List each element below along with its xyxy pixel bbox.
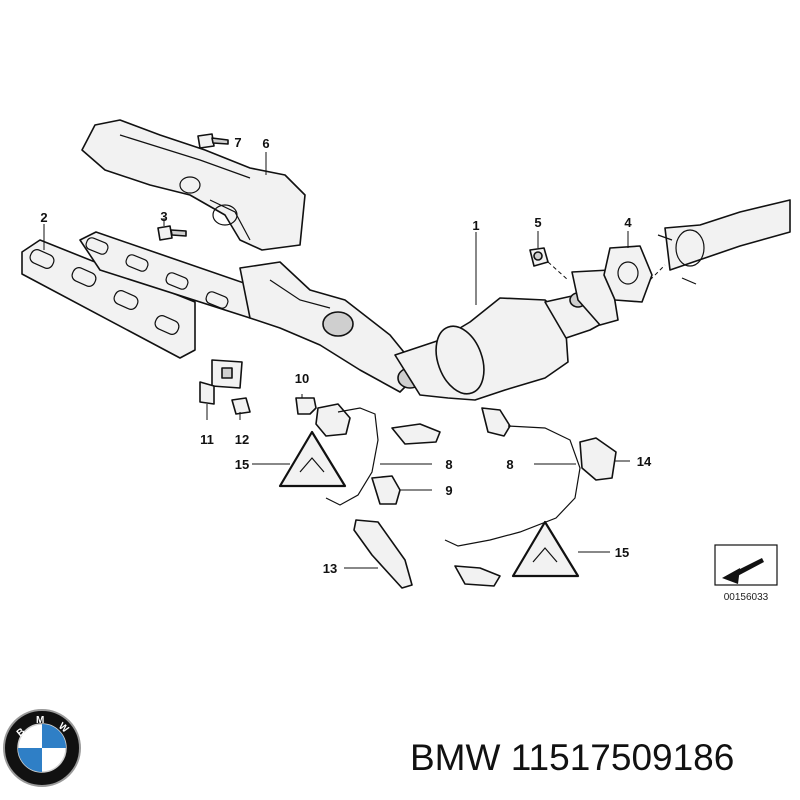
rear-pipe-part <box>547 199 791 285</box>
callout-4: 4 <box>624 215 632 230</box>
bracket-part <box>199 359 243 405</box>
callout-8-right: 8 <box>506 457 513 472</box>
oxygen-sensor-right-part <box>444 407 581 587</box>
callout-5: 5 <box>534 215 541 230</box>
callout-9: 9 <box>445 483 452 498</box>
warning-label-part-right <box>511 520 580 578</box>
flange-gasket-part <box>603 245 653 303</box>
callout-12: 12 <box>235 432 249 447</box>
clamp-part <box>579 437 617 481</box>
nut-part <box>529 247 549 267</box>
callout-1: 1 <box>472 218 479 233</box>
callout-6: 6 <box>262 136 269 151</box>
part-number: 11517509186 <box>510 737 735 778</box>
part-caption: BMW 11517509186 <box>410 737 734 779</box>
bolt-part-12 <box>231 397 251 415</box>
exhaust-manifold-part <box>79 231 423 393</box>
leader-lines <box>43 152 630 569</box>
bolt-part-7 <box>197 133 229 149</box>
bracket-part-13 <box>353 519 413 589</box>
callout-11: 11 <box>200 432 214 447</box>
heat-shield-part <box>81 119 306 251</box>
callout-2: 2 <box>40 210 47 225</box>
clip-part-10 <box>295 397 317 415</box>
reference-number: 00156033 <box>724 592 769 603</box>
callout-13: 13 <box>323 561 337 576</box>
gasket-part <box>21 239 196 359</box>
oxygen-sensor-left-part <box>315 403 441 506</box>
callout-15-right: 15 <box>615 545 629 560</box>
stud-part-3 <box>157 225 187 241</box>
reference-box <box>714 544 778 586</box>
svg-text:M: M <box>36 715 44 726</box>
callout-15-left: 15 <box>235 457 249 472</box>
callout-3: 3 <box>160 209 167 224</box>
callout-8-left: 8 <box>445 457 452 472</box>
callout-14: 14 <box>637 454 652 469</box>
clip-part-9 <box>371 475 401 505</box>
callout-10: 10 <box>295 371 309 386</box>
catalytic-converter-part <box>394 269 619 401</box>
warning-label-part-left <box>278 430 347 488</box>
bmw-logo: B M W <box>3 709 81 787</box>
brand-name: BMW <box>410 737 501 778</box>
callout-7: 7 <box>234 135 241 150</box>
